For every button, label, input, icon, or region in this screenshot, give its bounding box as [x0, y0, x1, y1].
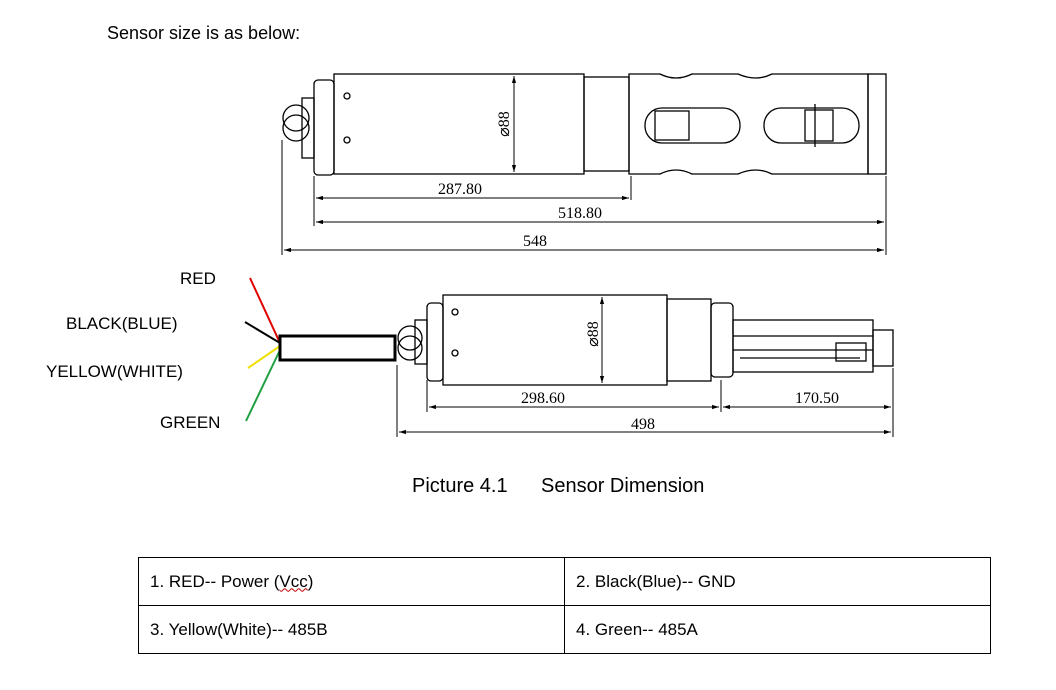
caption-text: Sensor Dimension [541, 475, 705, 497]
bottom-sensor [397, 294, 894, 386]
top-diameter-label: ⌀88 [496, 111, 513, 137]
bottom-dim-a: 298.60 [521, 390, 565, 407]
table-cell: 2. Black(Blue)-- GND [564, 557, 991, 606]
bottom-body [442, 294, 668, 386]
wire-label-red: RED [180, 269, 216, 288]
table-cell: 3. Yellow(White)-- 485B [138, 605, 565, 654]
wire-black [244, 321, 281, 344]
wire-bundle [244, 277, 397, 422]
table-row: 3. Yellow(White)-- 485B 4. Green-- 485A [138, 605, 991, 654]
pinout-table: 1. RED-- Power (Vcc) 2. Black(Blue)-- GN… [138, 557, 991, 654]
bottom-dim-total: 498 [631, 416, 655, 433]
wire-yellow [247, 345, 281, 369]
wire-label-black: BLACK(BLUE) [66, 314, 177, 333]
table-cell: 4. Green-- 485A [564, 605, 991, 654]
table-row: 1. RED-- Power (Vcc) 2. Black(Blue)-- GN… [138, 557, 991, 606]
top-dim-a: 287.80 [438, 181, 482, 198]
top-guard [628, 73, 869, 175]
intro-text: Sensor size is as below: [107, 23, 301, 43]
cable [278, 334, 397, 362]
wire-label-yellow: YELLOW(WHITE) [46, 362, 183, 381]
bottom-diameter-label: ⌀88 [585, 321, 602, 347]
top-ring [282, 104, 310, 132]
table-cell: 1. RED-- Power (Vcc) [138, 557, 565, 606]
wire-green [245, 349, 281, 422]
bottom-probe [732, 319, 874, 373]
top-dim-b: 518.80 [558, 205, 602, 222]
caption-number: Picture 4.1 [412, 475, 508, 497]
top-body [333, 73, 585, 175]
wire-label-green: GREEN [160, 413, 220, 432]
top-dim-total: 548 [523, 233, 547, 250]
wire-red [249, 277, 281, 344]
top-sensor [282, 73, 887, 176]
bottom-dim-b: 170.50 [795, 390, 839, 407]
